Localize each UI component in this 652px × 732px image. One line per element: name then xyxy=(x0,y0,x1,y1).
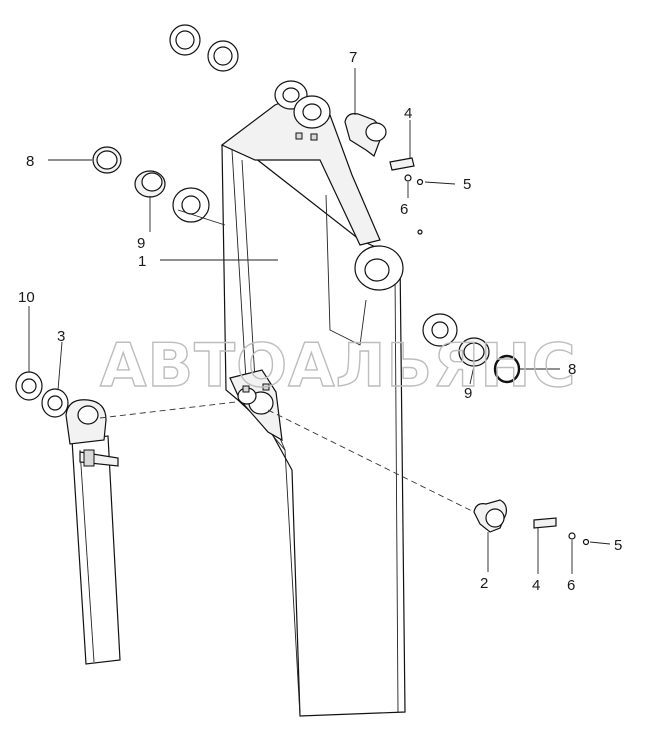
callout-8-upper: 8 xyxy=(26,153,34,170)
pin-7 xyxy=(344,113,387,157)
leader-lines xyxy=(28,68,611,574)
hydraulic-cylinder-part xyxy=(65,399,121,665)
callout-9-upper: 9 xyxy=(137,235,145,252)
assembly-lines xyxy=(99,401,475,513)
watermark-text: АВТОАЛЬЯНС xyxy=(100,331,577,401)
callout-4-upper: 4 xyxy=(404,105,412,122)
top-washers xyxy=(169,24,239,72)
callout-3: 3 xyxy=(57,328,65,345)
callout-7: 7 xyxy=(349,49,357,66)
fastener-set-lower xyxy=(533,517,590,546)
fastener-set-upper xyxy=(389,157,424,235)
boom-arm-part xyxy=(220,80,406,717)
bushing-8-upper xyxy=(92,146,122,174)
callout-8-lower: 8 xyxy=(568,361,576,378)
bushing-9-upper xyxy=(134,170,210,223)
callout-1: 1 xyxy=(138,253,146,270)
callout-2: 2 xyxy=(480,575,488,592)
callout-5-lower: 5 xyxy=(614,537,622,554)
pin-2 xyxy=(473,499,507,533)
callout-5-upper: 5 xyxy=(463,176,471,193)
callout-9-lower: 9 xyxy=(464,385,472,402)
washers-10-3 xyxy=(15,371,69,418)
callout-labels: 8 9 1 7 4 5 6 9 8 10 3 2 4 5 6 xyxy=(18,49,622,594)
ring-8-lower xyxy=(493,354,521,384)
callout-4-lower: 4 xyxy=(532,577,540,594)
callout-6-upper: 6 xyxy=(400,201,408,218)
callout-10: 10 xyxy=(18,289,35,306)
callout-6-lower: 6 xyxy=(567,577,575,594)
bushing-9-lower xyxy=(422,313,490,367)
